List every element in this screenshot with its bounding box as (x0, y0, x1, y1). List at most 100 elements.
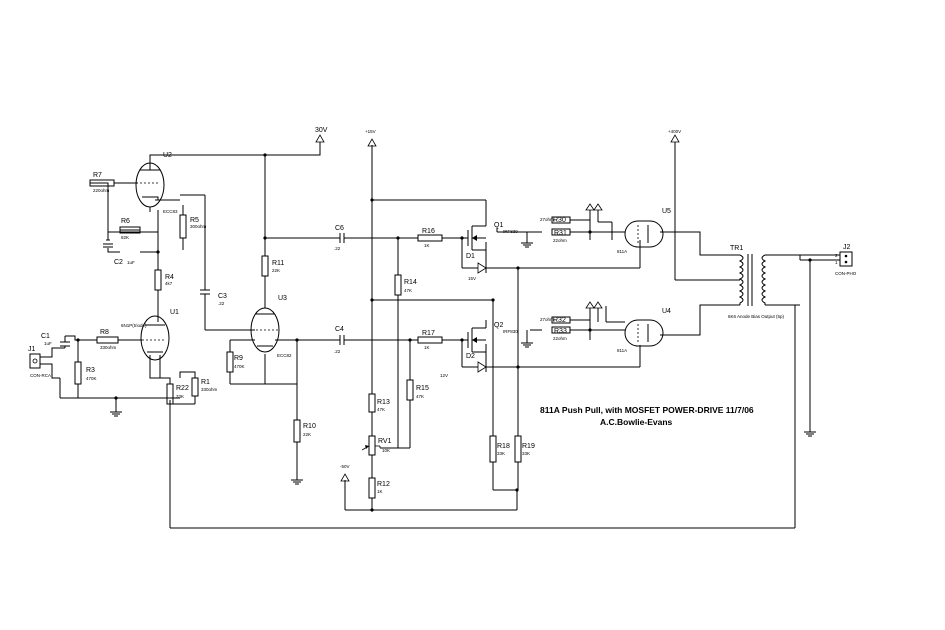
r22-value: 33K (176, 394, 184, 399)
ground-icon (291, 479, 303, 485)
r18-ref: R18 (497, 443, 510, 450)
resistor-r9: R9 470K (226, 351, 245, 373)
rail-plus15v: +15V (365, 129, 377, 147)
r12-value: 1K (377, 489, 383, 494)
r6-ref: R6 (121, 218, 130, 225)
q1-ref: Q1 (494, 222, 503, 229)
resistor-r5: R5 300ohm (179, 214, 207, 239)
c6-value: .22 (334, 246, 341, 251)
r17-ref: R17 (422, 330, 435, 337)
capacitor-c4: C4 .22 (330, 326, 348, 354)
tube-u2: U2 ECC83 (135, 152, 178, 214)
resistor-r13: R13 47K (368, 393, 390, 413)
d2-ref: D2 (466, 353, 475, 360)
diode-d1: D1 15V (466, 253, 487, 281)
resistor-r18: R18 33K (489, 435, 510, 463)
q1-value: IRF830 (503, 229, 518, 234)
rail-minus50v: -50V (340, 464, 350, 482)
c3-ref: C3 (218, 293, 227, 300)
capacitor-c6: C6 .22 (334, 225, 348, 251)
rv1-value: 10K (382, 448, 390, 453)
r13-value: 47K (377, 407, 385, 412)
r11-ref: R11 (272, 260, 284, 267)
rail-plus400v-label: +400V (668, 129, 681, 134)
r8-value: 330ohm (100, 345, 117, 350)
r31-value: 22ohm (553, 238, 567, 243)
r33-ref: R33 (554, 328, 567, 335)
r10-value: 22K (303, 432, 311, 437)
u2-value: ECC83 (163, 209, 178, 214)
r16-ref: R16 (422, 228, 435, 235)
u3-ref: U3 (278, 295, 287, 302)
c1-ref: C1 (41, 333, 50, 340)
r10-ref: R10 (303, 423, 316, 430)
resistor-r22: R22 33K (166, 383, 189, 405)
u5-value: 811A (617, 249, 627, 254)
r4-value: 4k7 (165, 281, 173, 286)
rail-30v-label: 30V (315, 127, 328, 134)
resistor-r7: R7 220ohm (89, 172, 115, 193)
j2-pin2: 2 (835, 253, 838, 258)
u1-ref: U1 (170, 309, 179, 316)
r32-value: 27ohm (540, 317, 554, 322)
r19-ref: R19 (522, 443, 535, 450)
j2-ref: J2 (843, 244, 851, 251)
u2-ref: U2 (163, 152, 172, 159)
u3-value: ECC82 (277, 353, 292, 358)
ground-symbols (110, 242, 816, 485)
resistor-r4: R4 4k7 (154, 269, 174, 291)
u5-ref: U5 (662, 208, 671, 215)
connector-j2: J2 2 1 CON-PHO (835, 244, 857, 276)
tr1-value: 6K6 Anode Bias Output (5p) (728, 314, 785, 319)
c3-value: .22 (218, 301, 225, 306)
capacitor-c2: C2 1uF (103, 239, 135, 266)
resistor-r11: R11 22K (261, 255, 284, 277)
r31-ref: R31 (554, 230, 567, 237)
r16-value: 1K (424, 243, 430, 248)
r5-ref: R5 (190, 217, 199, 224)
r32-ref: R32 (553, 317, 566, 324)
r3-ref: R3 (86, 367, 95, 374)
rail-30v: 30V (315, 127, 328, 143)
capacitor-c1: C1 1uF (41, 333, 70, 348)
connector-j1: J1 CON-RCA (28, 346, 51, 378)
resistor-r33: R33 22ohm (551, 326, 571, 341)
r1-value: 330ohm (201, 387, 218, 392)
c2-value: 1uF (127, 260, 135, 265)
rail-minus50v-label: -50V (340, 464, 350, 469)
r15-ref: R15 (416, 385, 429, 392)
rail-plus400v: +400V (668, 129, 681, 143)
r19-value: 33K (522, 451, 530, 456)
u4-ref: U4 (662, 308, 671, 315)
c4-ref: C4 (335, 326, 344, 333)
j2-value: CON-PHO (835, 271, 857, 276)
r1-ref: R1 (201, 379, 210, 386)
resistor-r31: R31 22ohm (551, 228, 571, 243)
u1-value: 6N1P(triode) (121, 323, 147, 328)
r33-value: 22ohm (553, 336, 567, 341)
diode-d2: D2 (466, 353, 487, 373)
rail-plus15v-label: +15V (365, 129, 376, 134)
u4-value: 811A (617, 348, 627, 353)
ground-icon (521, 342, 533, 348)
ground-icon (804, 431, 816, 437)
r30-value: 27ohm (540, 217, 554, 222)
ground-icon (521, 242, 533, 248)
resistor-r30: R30 27ohm (540, 216, 571, 224)
resistor-r32: R32 27ohm (540, 316, 571, 324)
r11-value: 22K (272, 268, 280, 273)
j1-ref: J1 (28, 346, 36, 353)
rail-12v-label: 12V (440, 373, 448, 378)
tube-u3: U3 ECC82 (250, 295, 292, 358)
q2-ref: Q2 (494, 322, 503, 329)
r15-value: 47K (416, 394, 424, 399)
tube-u4: U4 811A (617, 308, 671, 353)
r7-ref: R7 (93, 172, 102, 179)
r30-ref: R30 (553, 217, 566, 224)
r22-ref: R22 (176, 385, 189, 392)
j1-value: CON-RCA (30, 373, 51, 378)
r3-value: 470K (86, 376, 97, 381)
transformer-tr1: TR1 6K6 Anode Bias Output (5p) (728, 245, 785, 319)
resistor-r10: R10 22K (293, 419, 316, 443)
